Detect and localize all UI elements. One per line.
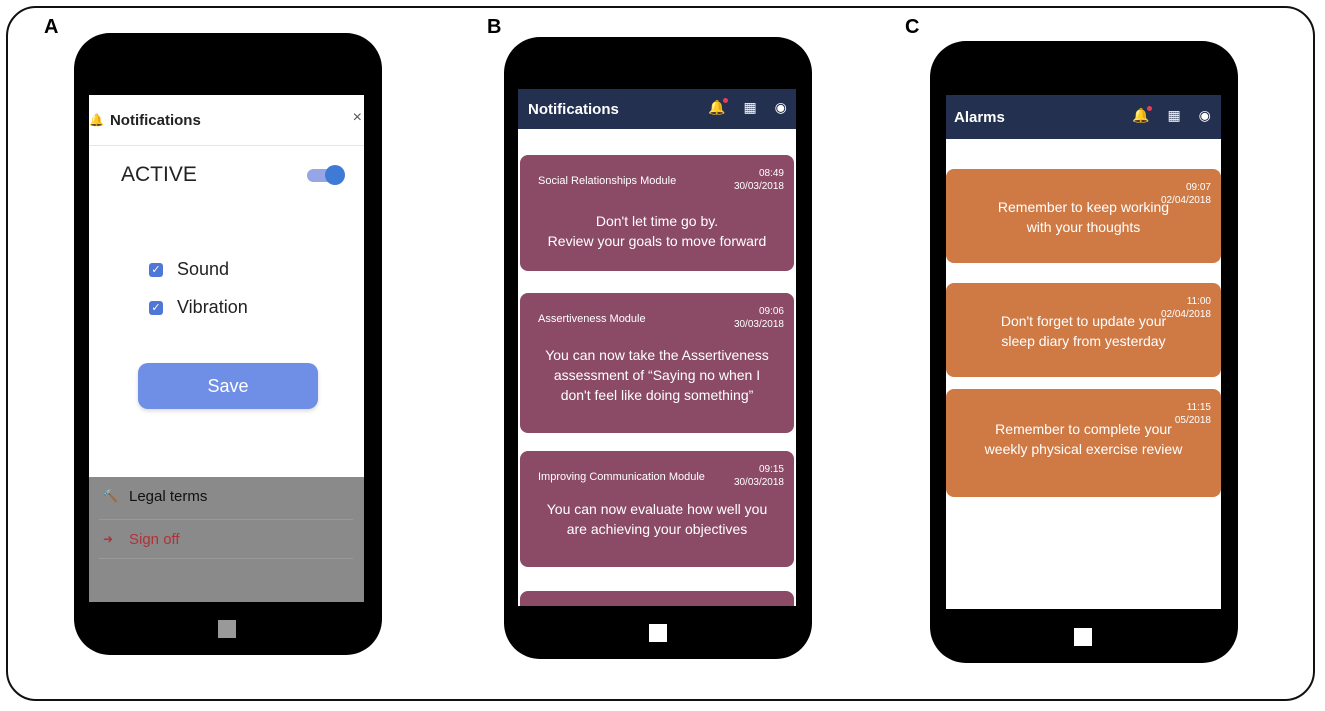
top-bar-icons: 🔔 ▦ ◉ xyxy=(1114,106,1211,124)
figure-frame xyxy=(6,6,1315,701)
toggle-knob xyxy=(325,165,345,185)
home-button[interactable] xyxy=(1074,628,1092,646)
active-label: ACTIVE xyxy=(121,163,197,186)
panel-letter-c: C xyxy=(905,16,920,38)
save-button[interactable]: Save xyxy=(138,363,318,409)
screen-a: 🔔 Notifications × ACTIVE ✓ Sound ✓ Vibra… xyxy=(89,95,364,602)
page-title: Notifications xyxy=(528,100,619,118)
page-title: Alarms xyxy=(954,108,1005,126)
calendar-icon[interactable]: ▦ xyxy=(743,99,757,115)
vibration-option[interactable]: ✓ Vibration xyxy=(149,297,248,318)
home-button[interactable] xyxy=(649,624,667,642)
vibration-label: Vibration xyxy=(177,297,248,317)
phone-b: Notifications 🔔 ▦ ◉ Social Relationships… xyxy=(504,37,812,659)
checkbox-checked-icon[interactable]: ✓ xyxy=(149,262,163,277)
bell-icon[interactable]: 🔔 xyxy=(1132,106,1153,124)
notification-card-partial[interactable] xyxy=(520,591,794,606)
menu-item-label: Legal terms xyxy=(129,487,208,505)
sound-option[interactable]: ✓ Sound xyxy=(149,259,229,280)
menu-overlay: 🔨 Legal terms ➜ Sign off xyxy=(89,477,364,602)
gavel-icon: 🔨 xyxy=(103,489,118,503)
menu-item-label: Sign off xyxy=(129,530,180,548)
menu-item-sign-off[interactable]: ➜ Sign off xyxy=(99,519,353,559)
message: Don't let time go by.Review your goals t… xyxy=(547,213,767,249)
panel-letter-b: B xyxy=(487,16,502,38)
bell-icon[interactable]: 🔔 xyxy=(708,98,729,116)
menu-item-legal-terms[interactable]: 🔨 Legal terms xyxy=(99,477,353,515)
module-name: Improving Communication Module xyxy=(538,471,705,483)
top-bar: Alarms xyxy=(946,95,1221,139)
module-name: Assertiveness Module xyxy=(538,313,646,325)
user-icon[interactable]: ◉ xyxy=(1198,107,1211,123)
notifications-header: 🔔 Notifications × xyxy=(89,95,364,146)
sign-out-icon: ➜ xyxy=(103,532,114,546)
phone-a: 🔔 Notifications × ACTIVE ✓ Sound ✓ Vibra… xyxy=(74,33,382,655)
page-title: Notifications xyxy=(109,111,201,129)
top-bar-icons: 🔔 ▦ ◉ xyxy=(690,98,787,116)
screen-b: Notifications 🔔 ▦ ◉ Social Relationships… xyxy=(518,89,796,606)
active-toggle[interactable] xyxy=(307,165,345,185)
sound-label: Sound xyxy=(177,259,230,279)
user-icon[interactable]: ◉ xyxy=(774,99,787,115)
module-name: Social Relationships Module xyxy=(538,175,677,187)
checkbox-checked-icon[interactable]: ✓ xyxy=(149,300,163,315)
panel-letter-a: A xyxy=(44,16,59,38)
calendar-icon[interactable]: ▦ xyxy=(1167,107,1181,123)
bell-icon: 🔔 xyxy=(89,113,104,127)
close-icon[interactable]: × xyxy=(352,109,362,126)
top-bar: Notifications xyxy=(518,89,796,129)
home-button[interactable] xyxy=(218,620,236,638)
